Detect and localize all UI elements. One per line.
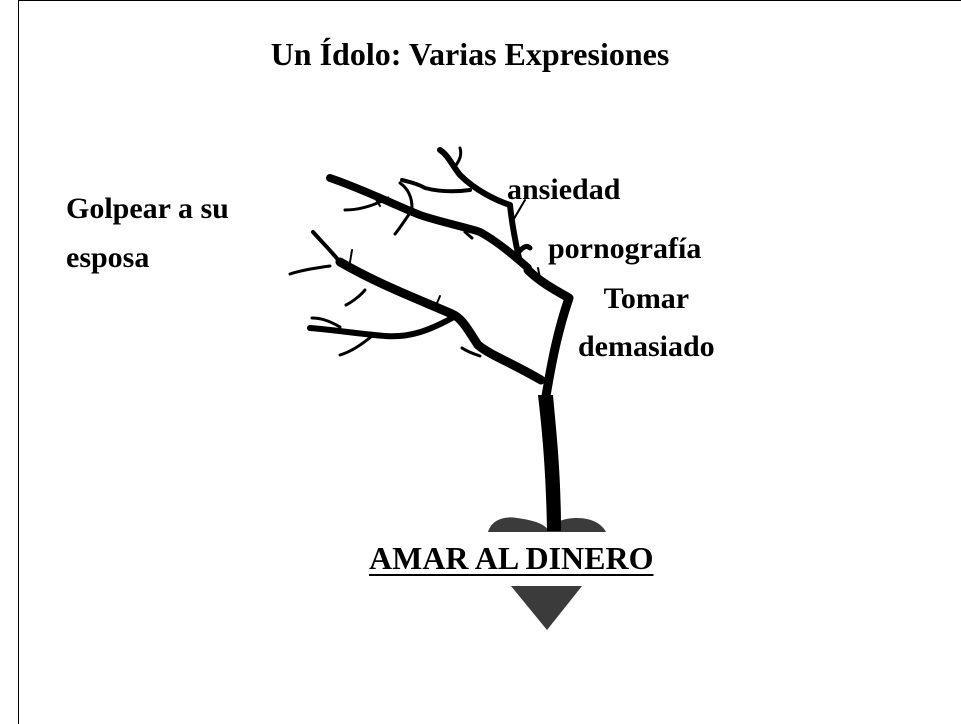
- upper-trunk: [523, 265, 574, 401]
- knot-twig-b: [537, 267, 541, 279]
- lower-left-twig-a: [338, 334, 374, 357]
- knot-twig-c: [549, 285, 561, 291]
- left-limb: [335, 257, 546, 385]
- branch-label-golpear-line2: esposa: [66, 241, 150, 274]
- branch-label-golpear: Golpear a su esposa: [66, 184, 229, 282]
- branch-label-pornografia: pornografía: [548, 232, 702, 265]
- tree-branches: [288, 146, 574, 401]
- knot-twig-a: [513, 243, 533, 258]
- lower-left-branch: [307, 315, 455, 340]
- upper-long-branch: [326, 174, 532, 272]
- top-branch-twig-c: [511, 199, 526, 223]
- left-limb-twig-c: [344, 288, 367, 307]
- lower-left-twig-c: [460, 346, 482, 358]
- upper-branch-twig-d: [393, 208, 414, 236]
- top-branch-twig-a: [400, 178, 472, 194]
- left-limb-tip: [311, 230, 342, 264]
- upper-branch-twig-a: [343, 196, 390, 212]
- heart-shape: [488, 517, 606, 630]
- left-limb-twig-a: [288, 264, 332, 276]
- page-title: Un Ídolo: Varias Expresiones: [270, 36, 670, 72]
- branch-label-ansiedad: ansiedad: [507, 173, 621, 206]
- top-branch: [437, 147, 522, 261]
- branch-label-golpear-line1: Golpear a su: [66, 192, 229, 225]
- upper-branch-twig-c: [398, 181, 414, 210]
- left-limb-twig-d: [434, 295, 441, 309]
- branch-label-tomar: Tomar demasiado: [578, 275, 715, 371]
- branch-label-tomar-line1: Tomar: [603, 282, 690, 315]
- tree-trunk: [538, 395, 561, 531]
- lower-left-twig-b: [310, 316, 342, 329]
- upper-branch-twig-e: [463, 230, 474, 240]
- top-branch-twig-b: [452, 146, 463, 170]
- branch-label-tomar-line2: demasiado: [578, 330, 715, 363]
- slide-frame: [18, 0, 961, 724]
- heart-bottom-point: [511, 586, 582, 630]
- root-label: AMAR AL DINERO: [369, 540, 654, 576]
- left-limb-twig-b: [349, 249, 353, 263]
- upper-branch-twig-b: [371, 192, 381, 207]
- heart-top-lobes: [488, 517, 606, 532]
